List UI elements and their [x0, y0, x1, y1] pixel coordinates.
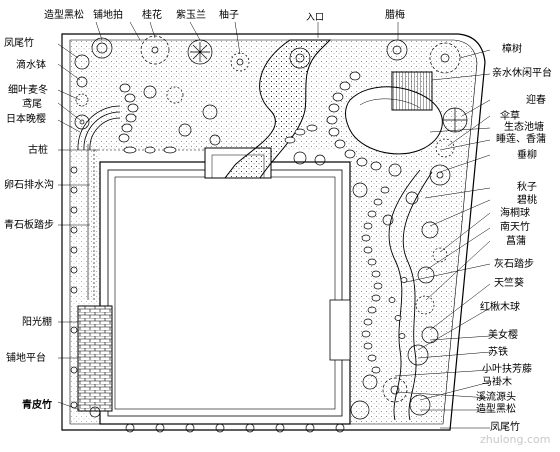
label-loropetalum: 红楸木球 — [480, 302, 520, 313]
label-horse-fern: 马褂木 — [482, 377, 512, 388]
label-creek-source: 溪流源头 — [476, 392, 516, 403]
label-paving: 铺地拍 — [93, 10, 123, 21]
label-peach: 碧桃 — [517, 195, 537, 206]
label-eco-pond: 生态池塘 — [504, 122, 544, 133]
leader-lines — [57, 21, 491, 429]
label-pomelo: 柚子 — [219, 10, 239, 21]
label-pittosporum: 海桐球 — [500, 208, 530, 219]
label-green-bamboo: 青皮竹 — [22, 400, 52, 411]
label-calamus: 菖蒲 — [506, 236, 526, 247]
label-cycas: 苏铁 — [488, 347, 508, 358]
label-entrance: 入口 — [306, 13, 325, 23]
watermark: zhulong.com — [480, 433, 551, 446]
label-water-bowl: 滴水钵 — [16, 60, 46, 71]
label-wintersweet: 腊梅 — [385, 10, 405, 21]
label-gravel-ditch: 卵石排水沟 — [4, 180, 54, 191]
label-sunroom: 阳光棚 — [22, 317, 52, 328]
label-pine: 造型黑松 — [44, 10, 84, 21]
label-phoenix-bamboo: 凤尾竹 — [4, 38, 34, 49]
label-yingchun: 迎春 — [526, 95, 546, 106]
label-osmanthus: 桂花 — [142, 10, 162, 21]
entrance-path — [223, 39, 332, 179]
label-small-vine: 小叶扶芳藤 — [482, 364, 532, 375]
label-nandina: 南天竹 — [500, 222, 530, 233]
bluestone-steps — [123, 146, 177, 154]
label-ophiopogon: 细叶麦冬 — [8, 85, 48, 96]
label-pine-2: 造型黑松 — [476, 404, 516, 415]
pond-stone-edge — [284, 71, 382, 171]
label-paving-platform: 铺地平台 — [6, 353, 46, 364]
grey-stone-steps — [361, 186, 408, 374]
label-grey-stone-steps: 灰石踏步 — [494, 259, 534, 270]
label-lotus-cattail: 睡莲、香蒲 — [496, 134, 546, 145]
label-iris: 鸢尾 — [22, 99, 42, 110]
house-building — [99, 147, 351, 425]
label-cherry: 日本晚樱 — [6, 114, 46, 125]
label-old-stump: 古桩 — [28, 145, 48, 156]
creek — [388, 169, 433, 421]
label-water-deck: 亲水休闲平台 — [492, 68, 552, 79]
label-magnolia: 紫玉兰 — [176, 10, 206, 21]
plant-symbols — [70, 35, 468, 433]
sunroom-brick — [77, 305, 113, 412]
label-sedge: 伞草 — [500, 111, 520, 122]
label-camphor: 樟树 — [502, 44, 522, 55]
gravel-ditch — [87, 144, 204, 300]
label-willow: 垂柳 — [517, 150, 537, 161]
stepping-path-left — [118, 83, 139, 143]
label-canna: 天竺葵 — [494, 278, 524, 289]
water-deck — [391, 71, 433, 111]
label-beauty-cherry: 美女樱 — [488, 330, 518, 341]
paving-arc — [77, 105, 121, 151]
label-phoenix-bamboo-2: 凤尾竹 — [490, 422, 520, 433]
label-bluestone-steps: 青石板踏步 — [4, 220, 54, 231]
label-maple: 秋子 — [517, 182, 537, 193]
